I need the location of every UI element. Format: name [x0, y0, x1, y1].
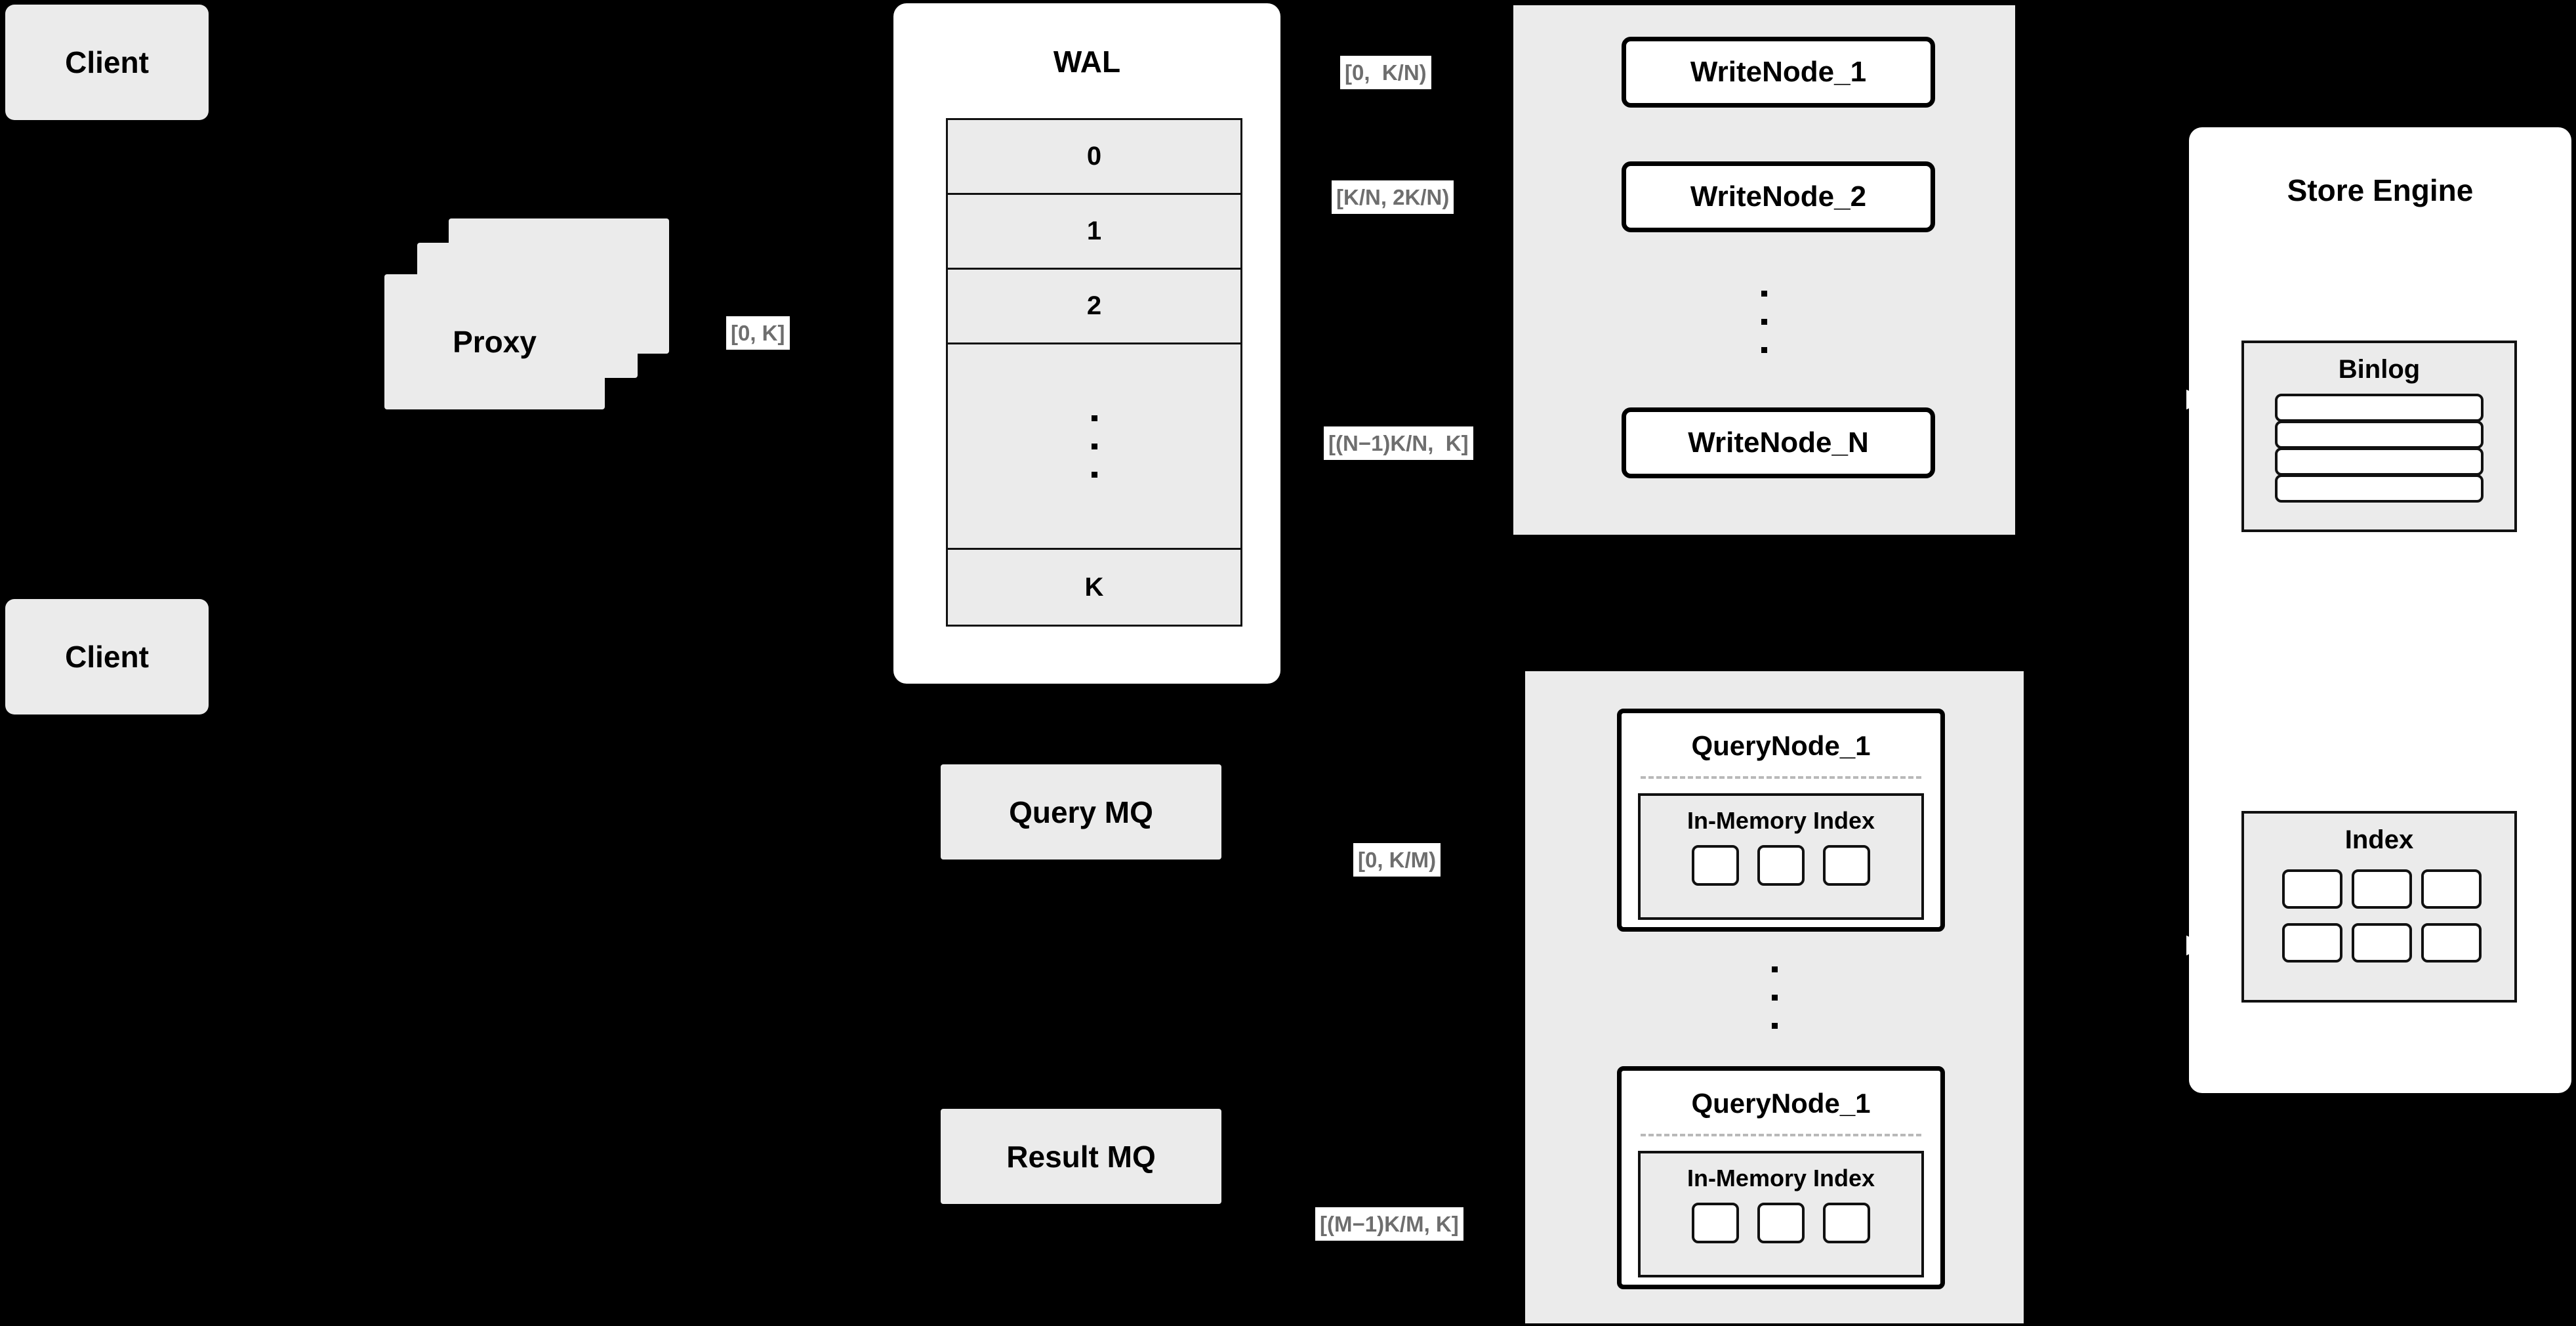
query-node-cluster: QueryNode_1 In-Memory Index QueryNode_1 …	[1525, 671, 2024, 1323]
write-node-vertical-ellipsis-icon	[1513, 264, 2015, 379]
query-node-vertical-ellipsis-icon	[1525, 943, 2024, 1052]
client-node-2-label: Client	[65, 640, 149, 674]
index-slot	[1691, 845, 1739, 886]
wal-panel: WAL 0 1 2 K	[893, 3, 1280, 684]
binlog-row	[2275, 447, 2484, 476]
index-slot	[2352, 869, 2412, 909]
store-index-title: Index	[2344, 825, 2414, 854]
result-mq-node[interactable]: Result MQ	[941, 1109, 1221, 1204]
query-mq-node[interactable]: Query MQ	[941, 764, 1221, 860]
binlog-row	[2275, 394, 2484, 422]
index-slot	[2282, 923, 2342, 963]
query-node-1-index-title: In-Memory Index	[1687, 807, 1875, 834]
proxy-label: Proxy	[453, 325, 537, 359]
binlog-box: Binlog	[2241, 341, 2517, 532]
store-engine-title: Store Engine	[2287, 173, 2474, 207]
query-node-2-index-slots	[1641, 1203, 1921, 1243]
proxy-card-front[interactable]: Proxy	[384, 274, 605, 409]
binlog-rows	[2244, 394, 2514, 503]
index-slot	[1822, 1203, 1870, 1243]
store-engine-panel: Store Engine Binlog Index	[2189, 127, 2571, 1093]
index-slot	[1822, 845, 1870, 886]
query-node-2[interactable]: QueryNode_1 In-Memory Index	[1617, 1066, 1945, 1289]
query-mq-label: Query MQ	[1009, 795, 1153, 829]
query-node-1-divider	[1641, 776, 1921, 779]
client-node-1[interactable]: Client	[5, 5, 209, 120]
wal-table: 0 1 2 K	[946, 118, 1242, 627]
index-slot	[2421, 869, 2482, 909]
write-node-2-label: WriteNode_2	[1690, 180, 1867, 213]
index-slot	[1691, 1203, 1739, 1243]
edge-label-wal-to-writenode-2: [K/N, 2K/N)	[1332, 180, 1454, 214]
edge-label-wal-to-writenode-n: [(N−1)K/N, K]	[1324, 426, 1473, 460]
store-index-slots	[2244, 869, 2514, 963]
write-node-1[interactable]: WriteNode_1	[1622, 37, 1935, 108]
query-node-1-inmemory-index: In-Memory Index	[1638, 793, 1924, 920]
edge-label-wal-to-writenode-1: [0, K/N)	[1340, 56, 1431, 89]
index-slot	[2282, 869, 2342, 909]
wal-row: K	[1084, 572, 1104, 602]
write-node-cluster: WriteNode_1 WriteNode_2 WriteNode_N	[1513, 5, 2015, 535]
store-index-box: Index	[2241, 811, 2517, 1003]
binlog-row	[2275, 474, 2484, 503]
write-node-2[interactable]: WriteNode_2	[1622, 161, 1935, 232]
index-slot	[2352, 923, 2412, 963]
index-slot	[1757, 1203, 1805, 1243]
query-node-1[interactable]: QueryNode_1 In-Memory Index	[1617, 709, 1945, 932]
index-slot	[1757, 845, 1805, 886]
query-node-2-index-title: In-Memory Index	[1687, 1165, 1875, 1191]
binlog-title: Binlog	[2338, 355, 2421, 384]
client-node-1-label: Client	[65, 45, 149, 79]
binlog-row	[2275, 421, 2484, 449]
wal-row-ellipsis	[948, 344, 1240, 550]
vertical-ellipsis-icon	[1091, 415, 1097, 478]
query-node-2-divider	[1641, 1134, 1921, 1136]
edge-label-proxy-to-wal: [0, K]	[726, 316, 790, 350]
client-node-2[interactable]: Client	[5, 599, 209, 715]
wal-row: 2	[948, 270, 1240, 345]
write-node-1-label: WriteNode_1	[1690, 56, 1867, 88]
query-node-1-label: QueryNode_1	[1691, 730, 1871, 761]
edge-label-mq-to-querynode-m: [(M−1)K/M, K]	[1315, 1207, 1463, 1241]
result-mq-label: Result MQ	[1006, 1139, 1156, 1174]
write-node-n[interactable]: WriteNode_N	[1622, 407, 1935, 478]
query-node-1-index-slots	[1641, 845, 1921, 886]
edge-label-mq-to-querynode-1: [0, K/M)	[1353, 843, 1441, 877]
wal-row: 1	[948, 195, 1240, 270]
query-node-2-inmemory-index: In-Memory Index	[1638, 1151, 1924, 1277]
proxy-stack[interactable]: Proxy	[380, 213, 682, 410]
query-node-2-label: QueryNode_1	[1691, 1088, 1871, 1119]
wal-row: 0	[948, 120, 1240, 196]
wal-title: WAL	[1053, 45, 1121, 79]
index-slot	[2421, 923, 2482, 963]
write-node-n-label: WriteNode_N	[1688, 426, 1869, 459]
